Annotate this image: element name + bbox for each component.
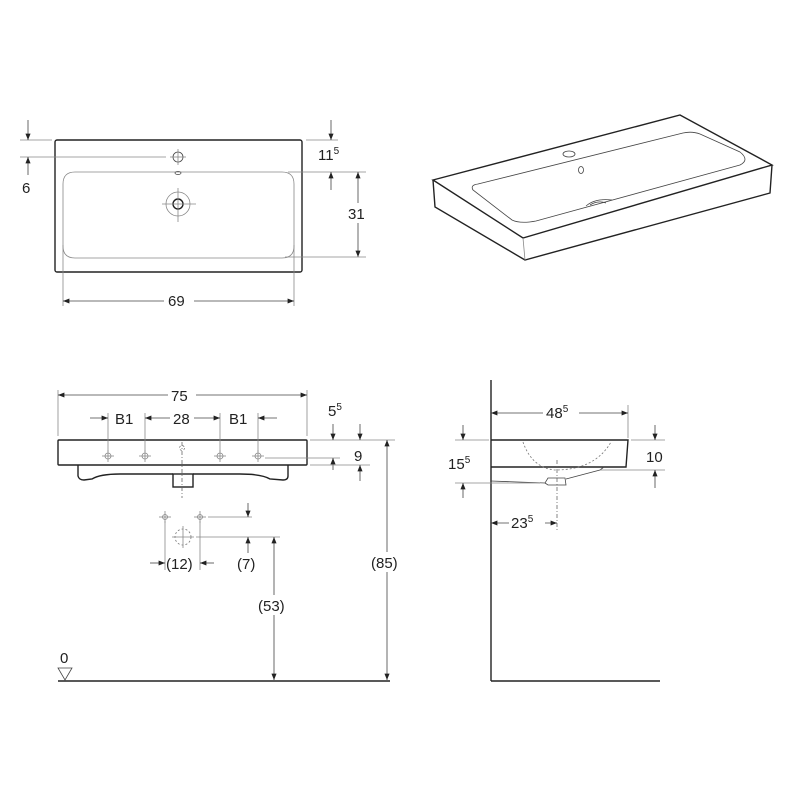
dim-rim: 115 xyxy=(318,146,340,164)
dim-thickness: 9 xyxy=(354,448,362,465)
dim-height-total: (85) xyxy=(371,555,398,572)
dim-outlet-height: (53) xyxy=(258,598,285,615)
mounting-holes xyxy=(102,450,264,462)
dim-rim: 10 xyxy=(646,449,663,466)
side-view: 485 155 10 235 xyxy=(448,380,665,682)
dim-outlet-offset: (7) xyxy=(237,556,255,573)
top-view: 6 115 31 69 xyxy=(20,120,371,311)
dim-height: 155 xyxy=(448,455,471,473)
dim-total-width: 75 xyxy=(171,388,188,405)
dim-tap: 6 xyxy=(22,180,30,197)
floor-level: 0 xyxy=(60,650,68,667)
tap-hole-icon xyxy=(170,149,186,165)
dim-hole-height: 55 xyxy=(328,402,342,420)
dim-b1-left: B1 xyxy=(115,411,133,428)
dim-drain: 235 xyxy=(511,514,534,532)
level-marker-icon xyxy=(57,667,73,681)
front-view: 75 B1 28 B1 55 9 (85) (7) xyxy=(57,385,406,682)
perspective-view xyxy=(431,114,774,261)
dim-depth: 31 xyxy=(348,206,365,223)
dim-width: 69 xyxy=(168,293,185,310)
dim-b1-right: B1 xyxy=(229,411,247,428)
dim-outlet-spacing: (12) xyxy=(166,556,193,573)
drain-icon xyxy=(162,188,196,222)
dim-spacing: 28 xyxy=(173,411,190,428)
dim-depth: 485 xyxy=(546,404,569,422)
